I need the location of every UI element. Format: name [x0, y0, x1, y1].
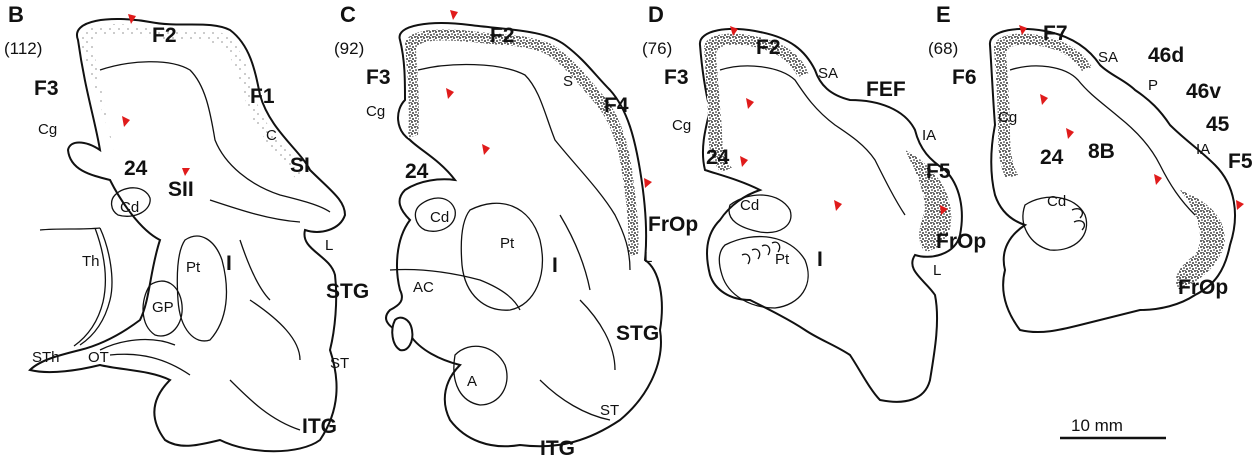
panel-b-label-f2: F2 [152, 24, 177, 47]
panel-b-section-number: (112) [4, 39, 42, 58]
panel-b-letter: B [8, 2, 24, 27]
arrowhead [644, 178, 652, 188]
panel-e-label-cd: Cd [1047, 193, 1066, 210]
panel-d-section-number: (76) [642, 39, 672, 58]
panel-c-label-a: A [467, 373, 477, 390]
panel-e-label-46d: 46d [1148, 44, 1184, 67]
panel-c-small-blob [392, 318, 412, 351]
panel-d-label-cd: Cd [740, 197, 759, 214]
panel-b-label-f3: F3 [34, 77, 59, 100]
panel-d-outline [700, 29, 962, 402]
panel-d-label-f5: F5 [926, 160, 951, 183]
panel-c-letter: C [340, 2, 356, 27]
panel-b-outline [30, 19, 345, 451]
panel-b-label-cd: Cd [120, 199, 139, 216]
panel-d-label-l: L [933, 262, 941, 279]
panel-b-thalamus-lines [40, 228, 112, 346]
panel-d-label-f3: F3 [664, 66, 689, 89]
panel-c-label-pt: Pt [500, 235, 515, 252]
panel-b-label-c: C [266, 127, 277, 144]
arrowhead [450, 10, 458, 20]
panel-d-letter: D [648, 2, 664, 27]
panel-c-label-st: ST [600, 402, 619, 419]
panel-e-label-46v: 46v [1186, 80, 1221, 103]
panel-d-label-i: I [817, 248, 823, 271]
panel-c-label-l: L [644, 249, 652, 266]
panel-e-label-45: 45 [1206, 113, 1230, 136]
panel-e-letter: E [936, 2, 951, 27]
panel-e-label-sa: SA [1098, 49, 1118, 66]
panel-b-label-gp: GP [152, 299, 174, 316]
panel-c-label-f2: F2 [490, 24, 515, 47]
panel-c-label-f3: F3 [366, 66, 391, 89]
panel-e-label-f7: F7 [1043, 22, 1068, 45]
panel-c-label-stg: STG [616, 322, 659, 345]
panel-c-label-i: I [552, 254, 558, 277]
panel-b-label-sii: SII [168, 178, 194, 201]
panel-e-label-f6: F6 [952, 66, 977, 89]
panel-d-label-f2: F2 [756, 36, 781, 59]
panel-d-label-ia: IA [922, 127, 936, 144]
panel-d-label-cg: Cg [672, 117, 691, 134]
panel-c-label-24: 24 [405, 160, 429, 183]
panel-c-label-ac: AC [413, 279, 434, 296]
panel-b-label-stg: STG [326, 280, 369, 303]
panel-d-label-pt: Pt [775, 251, 790, 268]
panel-b-label-24: 24 [124, 157, 148, 180]
panel-c-section-number: (92) [334, 39, 364, 58]
panel-e-section-number: (68) [928, 39, 958, 58]
arrowhead [1236, 200, 1244, 210]
panel-b-label-pt: Pt [186, 259, 201, 276]
panel-d-label-fef: FEF [866, 78, 906, 101]
panel-c-label-cd: Cd [430, 209, 449, 226]
panel-b-label-l: L [325, 237, 333, 254]
panel-c-label-itg: ITG [540, 437, 575, 460]
scale-bar: 10 mm [1060, 416, 1166, 438]
panel-b-label-th: Th [82, 253, 100, 270]
panel-d-label-24: 24 [706, 146, 730, 169]
scale-bar-label: 10 mm [1071, 416, 1123, 435]
panel-e-label-24: 24 [1040, 146, 1064, 169]
panel-c-label-f4: F4 [604, 94, 629, 117]
panel-c-label-s: S [563, 73, 573, 90]
panel-e-label-f5: F5 [1228, 150, 1253, 173]
panel-b [30, 19, 345, 451]
panel-e-label-ia: IA [1196, 141, 1210, 158]
panel-d [700, 29, 962, 402]
panel-d-label-frop: FrOp [936, 230, 986, 253]
panel-c-label-frop: FrOp [648, 213, 698, 236]
panel-e-label-frop: FrOp [1178, 276, 1228, 299]
panel-e-label-8b: 8B [1088, 140, 1115, 163]
panel-b-label-f1: F1 [250, 85, 275, 108]
panel-b-label-itg: ITG [302, 415, 337, 438]
panel-d-label-sa: SA [818, 65, 838, 82]
panel-b-label-si: SI [290, 154, 310, 177]
panel-b-label-st: ST [330, 355, 349, 372]
panel-b-label-cg: Cg [38, 121, 57, 138]
panel-b-label-sth: STh [32, 349, 60, 366]
panel-c-label-cg: Cg [366, 103, 385, 120]
panel-e-label-cg: Cg [998, 109, 1017, 126]
panel-c-outline [386, 23, 662, 446]
panel-b-label-ot: OT [88, 349, 109, 366]
panel-b-label-i: I [226, 252, 232, 275]
panel-e-label-p: P [1148, 77, 1158, 94]
panel-c [386, 23, 662, 446]
